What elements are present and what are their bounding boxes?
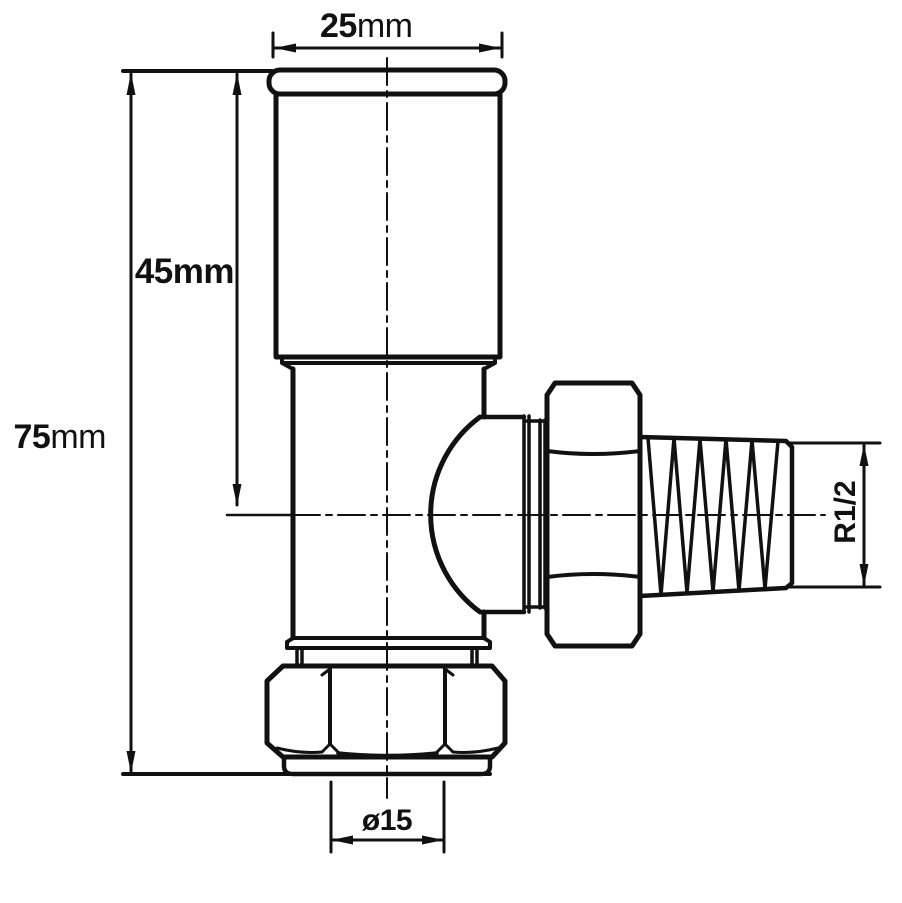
dim-unit-mm: mm — [50, 418, 106, 456]
valve-body — [280, 355, 527, 650]
side-thread — [637, 434, 795, 599]
diameter-symbol: ø — [361, 804, 380, 837]
dim-value-45: 45 — [134, 252, 173, 291]
dim-value-r12: R1/2 — [829, 480, 862, 544]
dim-value-25: 25 — [320, 7, 357, 45]
dim-upper-height-45mm — [225, 72, 295, 517]
tailpiece — [295, 646, 479, 668]
dim-label-top-width: 25mm — [320, 7, 413, 45]
dim-label-bottom-diameter: ø15 — [337, 806, 437, 836]
dim-unit-mm: mm — [172, 252, 235, 291]
dim-bottom-diameter-15 — [329, 780, 446, 854]
dim-top-width-25mm — [271, 31, 504, 59]
side-union-nut — [544, 380, 643, 649]
dim-unit-mm: mm — [356, 7, 413, 45]
thread-zigzag — [646, 436, 780, 597]
dim-value-75: 75 — [13, 418, 51, 456]
dim-total-height-75mm — [121, 69, 492, 776]
dim-label-side-thread: R1/2 — [820, 447, 872, 577]
dim-side-thread-r12 — [786, 441, 882, 589]
dim-label-upper-height: 45mm — [114, 252, 235, 291]
dim-value-15: 15 — [379, 804, 413, 837]
centerlines — [292, 57, 826, 799]
dim-label-total-height: 75mm — [0, 418, 107, 456]
